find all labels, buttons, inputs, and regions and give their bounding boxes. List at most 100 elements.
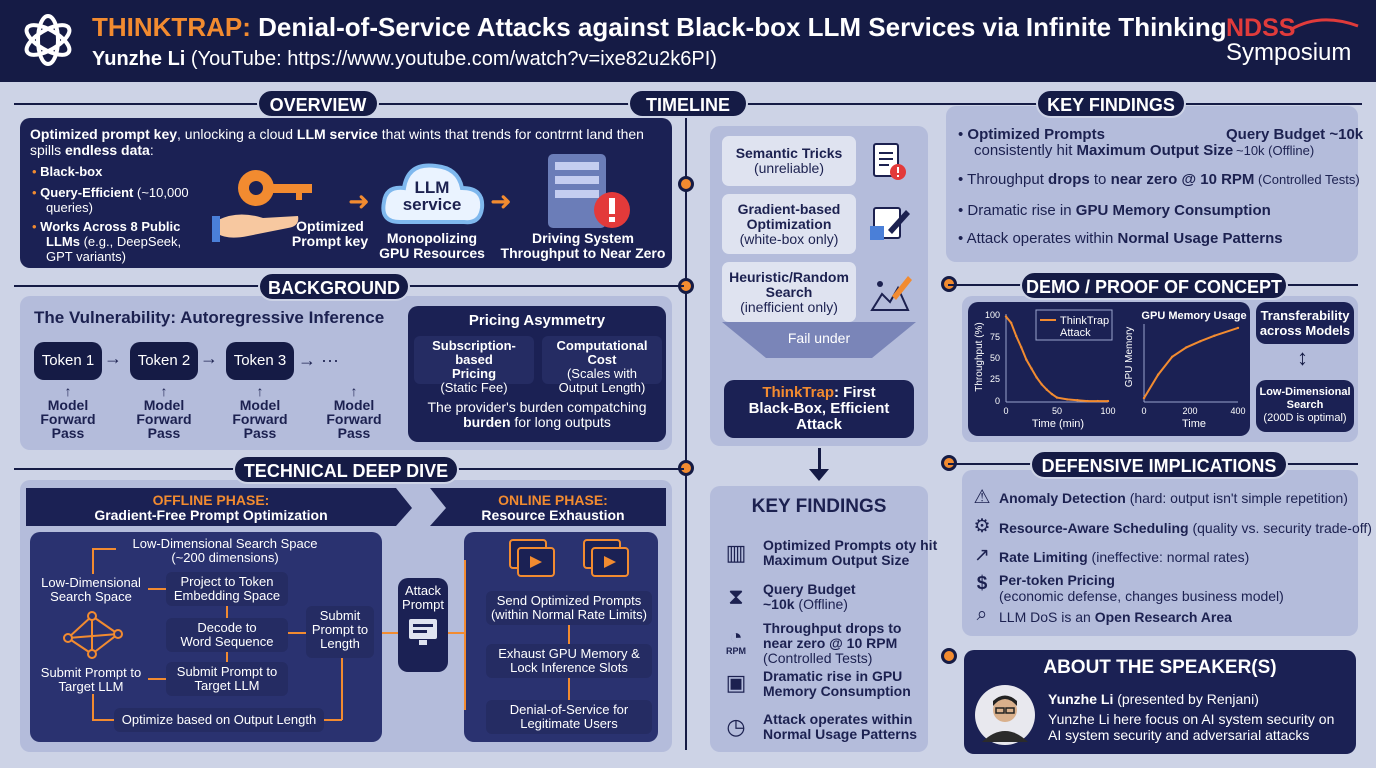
data-point — [1020, 346, 1023, 349]
xtick: 100 — [1100, 406, 1115, 416]
timeline-dot — [941, 648, 957, 664]
data-point — [1076, 399, 1079, 402]
overview-intro: Optimized prompt key, unlocking a cloud … — [30, 126, 644, 142]
document-alert-icon — [873, 143, 906, 180]
send-prompts-box: Send Optimized Prompts(within Normal Rat… — [486, 591, 652, 625]
exhaust-box: Exhaust GPU Memory &Lock Inference Slots — [486, 644, 652, 678]
data-point — [1055, 396, 1059, 399]
data-point — [1106, 399, 1110, 403]
demo-charts-svg: Throughput (%) Time (min) 100 75 50 25 0… — [974, 309, 1247, 430]
data-point — [1009, 321, 1013, 324]
speaker-bio: Yunzhe Li here focus on AI system securi… — [1048, 711, 1335, 743]
vulnerability-title: The Vulnerability: Autoregressive Infere… — [34, 308, 385, 327]
def-item-5: LLM DoS is an Open Research Area — [999, 609, 1232, 625]
semantic-tricks-card: Semantic Tricks(unreliable) — [722, 136, 856, 186]
author-line: Yunzhe Li (YouTube: https://www.youtube.… — [92, 48, 717, 70]
ytick: 25 — [990, 374, 1000, 384]
pricing-title: Pricing Asymmetry — [468, 312, 606, 329]
data-point — [1142, 396, 1146, 400]
online-phase-title: ONLINE PHASE:Resource Exhaustion — [481, 492, 625, 523]
xtick: 0 — [1141, 406, 1146, 416]
warning-icon: ⚠ — [973, 487, 991, 508]
speedometer-icon: ◔ — [729, 624, 743, 649]
lds-label: Low-Dimensional Search Space(~200 dimens… — [132, 536, 318, 565]
graph-network-icon — [63, 611, 123, 659]
ylabel-throughput: Throughput (%) — [974, 322, 985, 391]
magnifier-icon: ⌕ — [976, 604, 988, 625]
xtick: 50 — [1052, 406, 1062, 416]
fail-under-label: Fail under — [787, 330, 851, 346]
def-item-2: Resource-Aware Scheduling (quality vs. s… — [999, 520, 1372, 536]
arrow-right-icon: → — [200, 348, 218, 368]
page-title: THINKTRAP: Denial-of-Service Attacks aga… — [92, 12, 1227, 42]
data-point — [1213, 334, 1216, 337]
down-arrow-head — [809, 469, 829, 481]
bidirectional-arrow-icon: ↕ — [1297, 345, 1308, 370]
prompt-key-icon — [212, 170, 312, 242]
optimize-box: Optimize based on Output Length — [114, 708, 324, 732]
kf-budget: Query Budget ~10k~10k (Offline) — [1226, 126, 1364, 159]
kf-item-2: • Throughput drops to near zero @ 10 RPM… — [958, 171, 1360, 188]
youtube-link[interactable]: (YouTube: https://www.youtube.com/watch?… — [185, 48, 717, 70]
timeline-findings-heading: KEY FINDINGS — [751, 496, 887, 517]
background-heading: BACKGROUND — [258, 272, 410, 301]
data-point — [1015, 334, 1018, 338]
data-point — [1236, 326, 1240, 330]
thinktrap-box — [724, 380, 914, 438]
defense-heading: DEFENSIVE IMPLICATIONS — [1030, 450, 1288, 479]
flow-arrow — [464, 560, 466, 710]
flow-arrow — [92, 548, 116, 550]
flow-arrow — [92, 548, 94, 574]
xlabel-time: Time — [1182, 418, 1206, 430]
speaker-name: Yunzhe Li (presented by Renjani) — [1048, 691, 1259, 707]
defense-panel — [962, 470, 1358, 636]
ytick: 75 — [990, 332, 1000, 342]
token-1: Token 1 — [34, 342, 102, 380]
data-point — [1156, 373, 1160, 376]
offline-phase-title: OFFLINE PHASE:Gradient-Free Prompt Optim… — [94, 492, 328, 523]
hourglass-icon: ⧗ — [728, 584, 744, 609]
flow-arrow — [226, 652, 228, 662]
arrow-right-icon: ➜ — [348, 186, 370, 216]
ytick: 0 — [995, 396, 1000, 406]
ndss-logo-bottom: Symposium — [1226, 39, 1352, 66]
token-3: Token 3 — [226, 342, 294, 380]
down-arrow — [818, 448, 821, 474]
data-point — [1050, 392, 1054, 396]
data-point — [1086, 399, 1089, 403]
edit-cube-icon — [870, 207, 910, 240]
flow-arrow — [568, 678, 570, 700]
flow-arrow — [226, 606, 228, 618]
cloud-icon — [381, 163, 485, 225]
data-point — [1004, 315, 1008, 318]
data-point — [1185, 346, 1188, 349]
fail-funnel — [722, 322, 916, 358]
data-point — [1171, 355, 1174, 358]
gears-icon: ⚙ — [973, 516, 991, 537]
legend-attack: Attack — [1060, 327, 1091, 339]
def-item-3: Rate Limiting (ineffective: normal rates… — [999, 549, 1250, 565]
rpm-label: RPM — [726, 646, 746, 656]
overview-intro-2: spills endless data: — [30, 142, 154, 158]
key-findings-panel — [946, 106, 1358, 262]
